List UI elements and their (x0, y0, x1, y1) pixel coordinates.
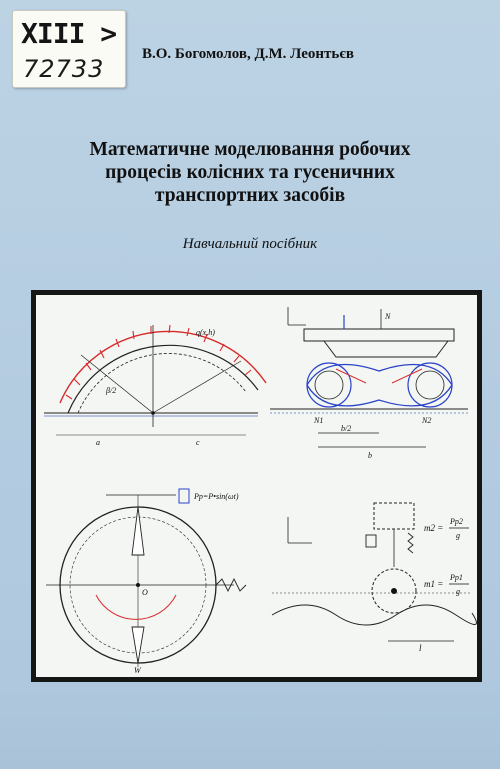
title-line-1: Математичне моделювання робочих (89, 139, 411, 160)
library-sticker: XIII > 72733 (12, 10, 126, 88)
n1-label: N1 (313, 416, 323, 425)
angle-label: β/2 (105, 386, 116, 395)
dim-b: b (368, 451, 372, 460)
dim-a-label: a (96, 438, 100, 447)
diagram-wheel-load: q(x,h) β/2 a c (44, 324, 267, 447)
illustration-frame: q(x,h) β/2 a c b/2 b (31, 290, 482, 682)
technical-diagrams: q(x,h) β/2 a c b/2 b (44, 307, 477, 675)
sticker-number: 72733 (23, 55, 105, 83)
pulse-formula: Pp=P•sin(ωt) (193, 492, 239, 501)
authors: В.О. Богомолов, Д.М. Леонтьєв (142, 46, 354, 62)
m2-numerator: Pp2 (449, 517, 463, 526)
dim-c-label: c (196, 438, 200, 447)
w-label: W (134, 666, 142, 675)
dim-half-b: b/2 (341, 424, 351, 433)
dim-l: l (419, 643, 422, 653)
m2-label: m2 = (424, 523, 443, 533)
diagram-tracked-chassis: b/2 b N1 N2 N (270, 307, 468, 460)
diagram-two-mass-model: l m2 = Pp2 g m1 = Pp1 g (271, 502, 477, 653)
load-label: q(x,h) (196, 328, 215, 337)
m1-label: m1 = (424, 579, 443, 589)
n2-label: N2 (421, 416, 431, 425)
sticker-code: XIII > (21, 17, 117, 50)
m1-denominator: g (456, 587, 460, 596)
n-load-label: N (384, 312, 391, 321)
diagram-rotating-wheel: Pp=P•sin(ωt) O W (46, 488, 247, 675)
m2-denominator: g (456, 531, 460, 540)
cover-bottom-band (0, 690, 500, 769)
book-title: Математичне моделювання робочих процесів… (40, 138, 460, 207)
title-line-2: процесів колісних та гусеничних (105, 162, 395, 183)
title-line-3: транспортних засобів (154, 185, 346, 206)
book-subtitle: Навчальний посібник (182, 236, 318, 252)
m1-numerator: Pp1 (449, 573, 463, 582)
center-label: O (142, 588, 148, 597)
